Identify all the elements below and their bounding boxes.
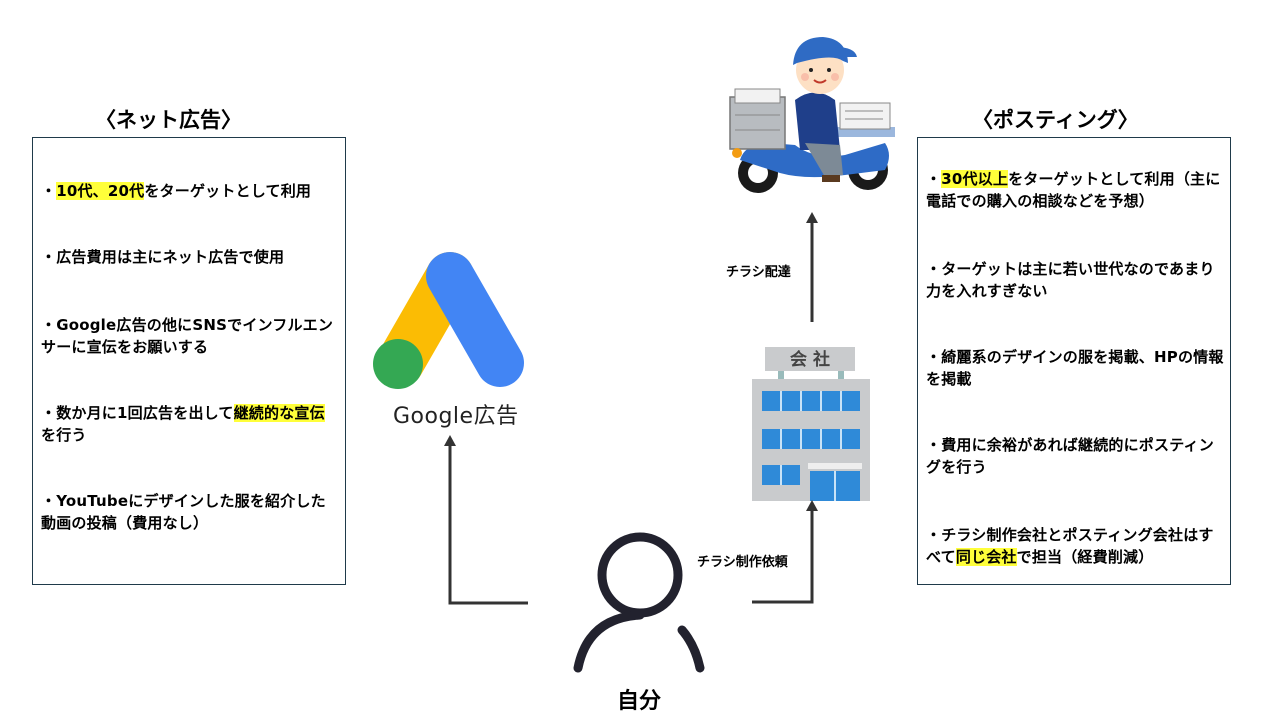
item-text: ・ターゲットは主に若い世代なのであまり力を入れすぎない [926,260,1215,300]
right-panel-title: 〈ポスティング〉 [972,108,1139,132]
arrow-to-google-ads [444,435,528,605]
item-text: で担当（経費削減） [1016,548,1154,566]
highlighted-text: 30代以上 [941,170,1009,188]
item-text: ・ [926,170,942,188]
item-text: ・ [41,182,57,200]
item-text: をターゲットとして利用（主に電話での購入の相談などを予想） [926,170,1221,210]
left-item: ・10代、20代をターゲットとして利用 [41,180,339,202]
delivery-arrow-label: チラシ配達 [726,265,791,280]
highlighted-text: 10代、20代 [56,182,145,200]
left-item: ・YouTubeにデザインした服を紹介した動画の投稿（費用なし） [41,490,339,534]
google-ads-blue-bar [426,252,524,387]
left-item: ・Google広告の他にSNSでインフルエンサーに宣伝をお願いする [41,314,339,358]
google-ads-green-dot [373,339,423,389]
item-text: ・Google広告の他にSNSでインフルエンサーに宣伝をお願いする [41,316,334,356]
person-icon [573,532,705,673]
highlighted-text: 継続的な宣伝 [233,404,325,422]
right-item: ・綺麗系のデザインの服を掲載、HPの情報を掲載 [926,346,1224,390]
highlighted-text: 同じ会社 [955,548,1017,566]
arrow-to-company [752,500,818,604]
google-ads-logo-icon [373,252,524,389]
google-ads-label: Google広告 [393,404,519,429]
arrow-to-delivery [806,212,818,322]
item-text: ・数か月に1回広告を出して [41,404,234,422]
left-panel-box: ・10代、20代をターゲットとして利用 ・広告費用は主にネット広告で使用 ・Go… [32,137,346,585]
company-arrow-label: チラシ制作依頼 [697,555,788,570]
right-item: ・ターゲットは主に若い世代なのであまり力を入れすぎない [926,258,1224,302]
delivery-scooter-icon [729,37,895,193]
left-item: ・数か月に1回広告を出して継続的な宣伝を行う [41,402,339,446]
left-panel-title: 〈ネット広告〉 [95,108,242,132]
item-text: ・綺麗系のデザインの服を掲載、HPの情報を掲載 [926,348,1224,388]
company-building-icon: 会 社 [752,347,870,501]
item-text: ・チラシ制作会社とポスティング会社はすべて [926,526,1214,566]
item-text: ・YouTubeにデザインした服を紹介した動画の投稿（費用なし） [41,492,326,532]
right-panel-box: ・30代以上をターゲットとして利用（主に電話での購入の相談などを予想） ・ターゲ… [917,137,1231,585]
self-label: 自分 [617,689,662,714]
item-text: ・広告費用は主にネット広告で使用 [41,248,285,266]
right-item: ・費用に余裕があれば継続的にポスティングを行う [926,434,1224,478]
right-item: ・30代以上をターゲットとして利用（主に電話での購入の相談などを予想） [926,168,1224,212]
left-item: ・広告費用は主にネット広告で使用 [41,246,339,268]
item-text: ・費用に余裕があれば継続的にポスティングを行う [926,436,1214,476]
right-item: ・チラシ制作会社とポスティング会社はすべて同じ会社で担当（経費削減） [926,524,1224,568]
item-text: を行う [41,426,87,444]
company-sign: 会 社 [790,349,830,370]
item-text: をターゲットとして利用 [144,182,312,200]
